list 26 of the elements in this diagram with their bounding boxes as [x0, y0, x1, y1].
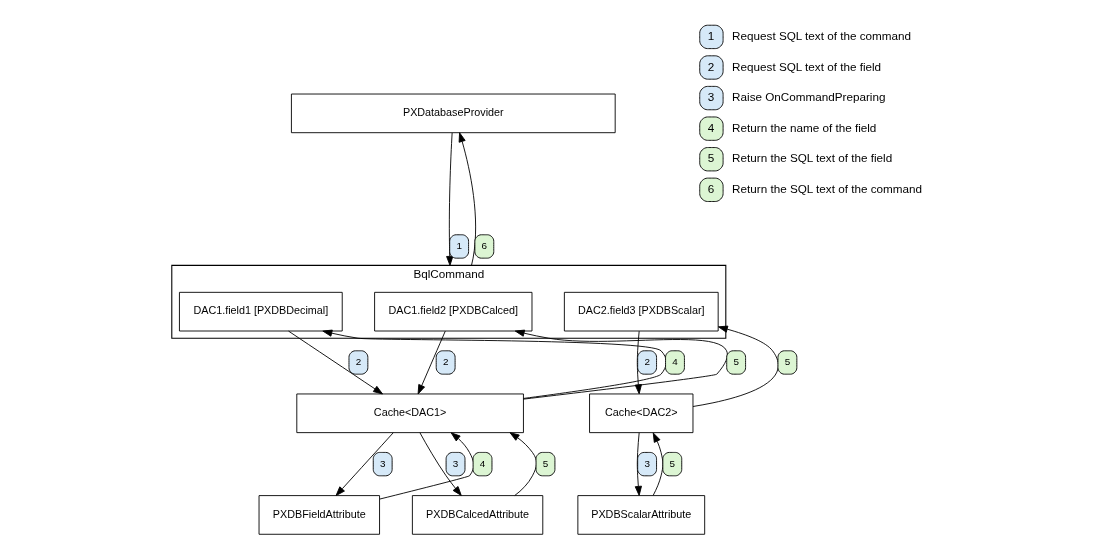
edge-label: 4: [672, 356, 678, 368]
legend-label: Request SQL text of the field: [732, 59, 882, 73]
label: 1: [707, 28, 715, 42]
legend-label: Raise OnCommandPreparing: [732, 90, 886, 104]
edge-label: 3: [452, 457, 459, 469]
legend-label: Return the name of the field: [732, 120, 877, 134]
label: 4: [707, 120, 715, 134]
edge-label: 1: [456, 239, 462, 251]
edge-label: 5: [669, 457, 676, 469]
edge-label: 3: [380, 457, 386, 469]
legend-label: Return the SQL text of the command: [732, 181, 923, 195]
edge-label: 2: [442, 356, 449, 368]
legend-label: Return the SQL text of the field: [732, 151, 893, 165]
label: 2: [707, 59, 715, 73]
edge-label: 2: [355, 356, 362, 368]
edge-label: 2: [644, 356, 650, 368]
edge-label: 3: [644, 457, 650, 469]
label: 3: [707, 90, 715, 104]
edge-label: 4: [479, 457, 486, 469]
label: 6: [707, 181, 715, 195]
label: 5: [707, 151, 715, 165]
edge-label: 6: [481, 239, 488, 251]
edge-label: 5: [784, 356, 791, 368]
legend-label: Request SQL text of the command: [732, 28, 911, 42]
edge-label: 5: [542, 457, 549, 469]
edge-label: 5: [733, 356, 739, 368]
